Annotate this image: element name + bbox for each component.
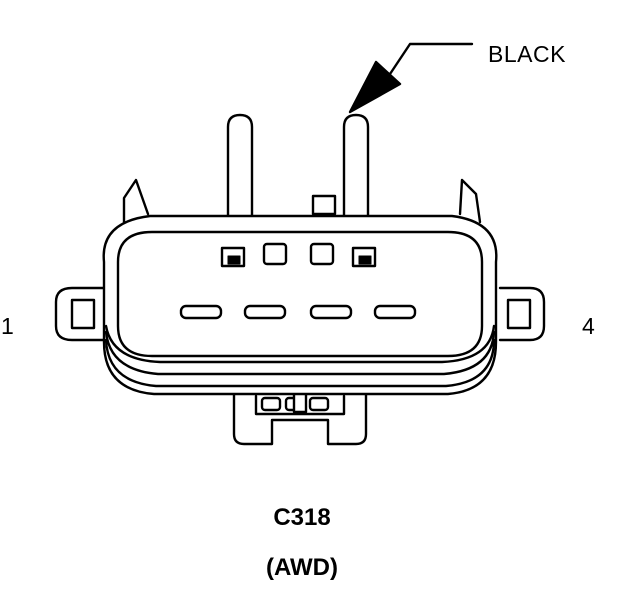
cavity-upper-1 (220, 246, 246, 268)
right-latch (498, 286, 546, 342)
connector-face (116, 230, 484, 358)
cavity-lower-1 (179, 304, 223, 320)
cavity-lower-4 (373, 304, 417, 320)
lower-terminal-cavities (179, 304, 417, 320)
cavity-lower-2 (243, 304, 287, 320)
left-latch (54, 286, 114, 342)
pin-number-left: 1 (1, 313, 14, 339)
top-locking-tabs (226, 113, 370, 219)
cavity-lower-3 (309, 304, 353, 320)
connector-id: C318 (273, 504, 331, 531)
callout-arrow (348, 42, 474, 114)
cavity-upper-4 (351, 246, 377, 268)
pin-number-right: 4 (582, 313, 595, 339)
bottom-keyway (232, 386, 368, 446)
cavity-upper-2 (262, 242, 288, 266)
upper-terminal-cavities (220, 242, 377, 268)
wire-color-label: BLACK (488, 41, 566, 67)
side-ears (122, 178, 482, 224)
connector-note: (AWD) (266, 554, 338, 581)
cavity-upper-3 (309, 242, 335, 266)
